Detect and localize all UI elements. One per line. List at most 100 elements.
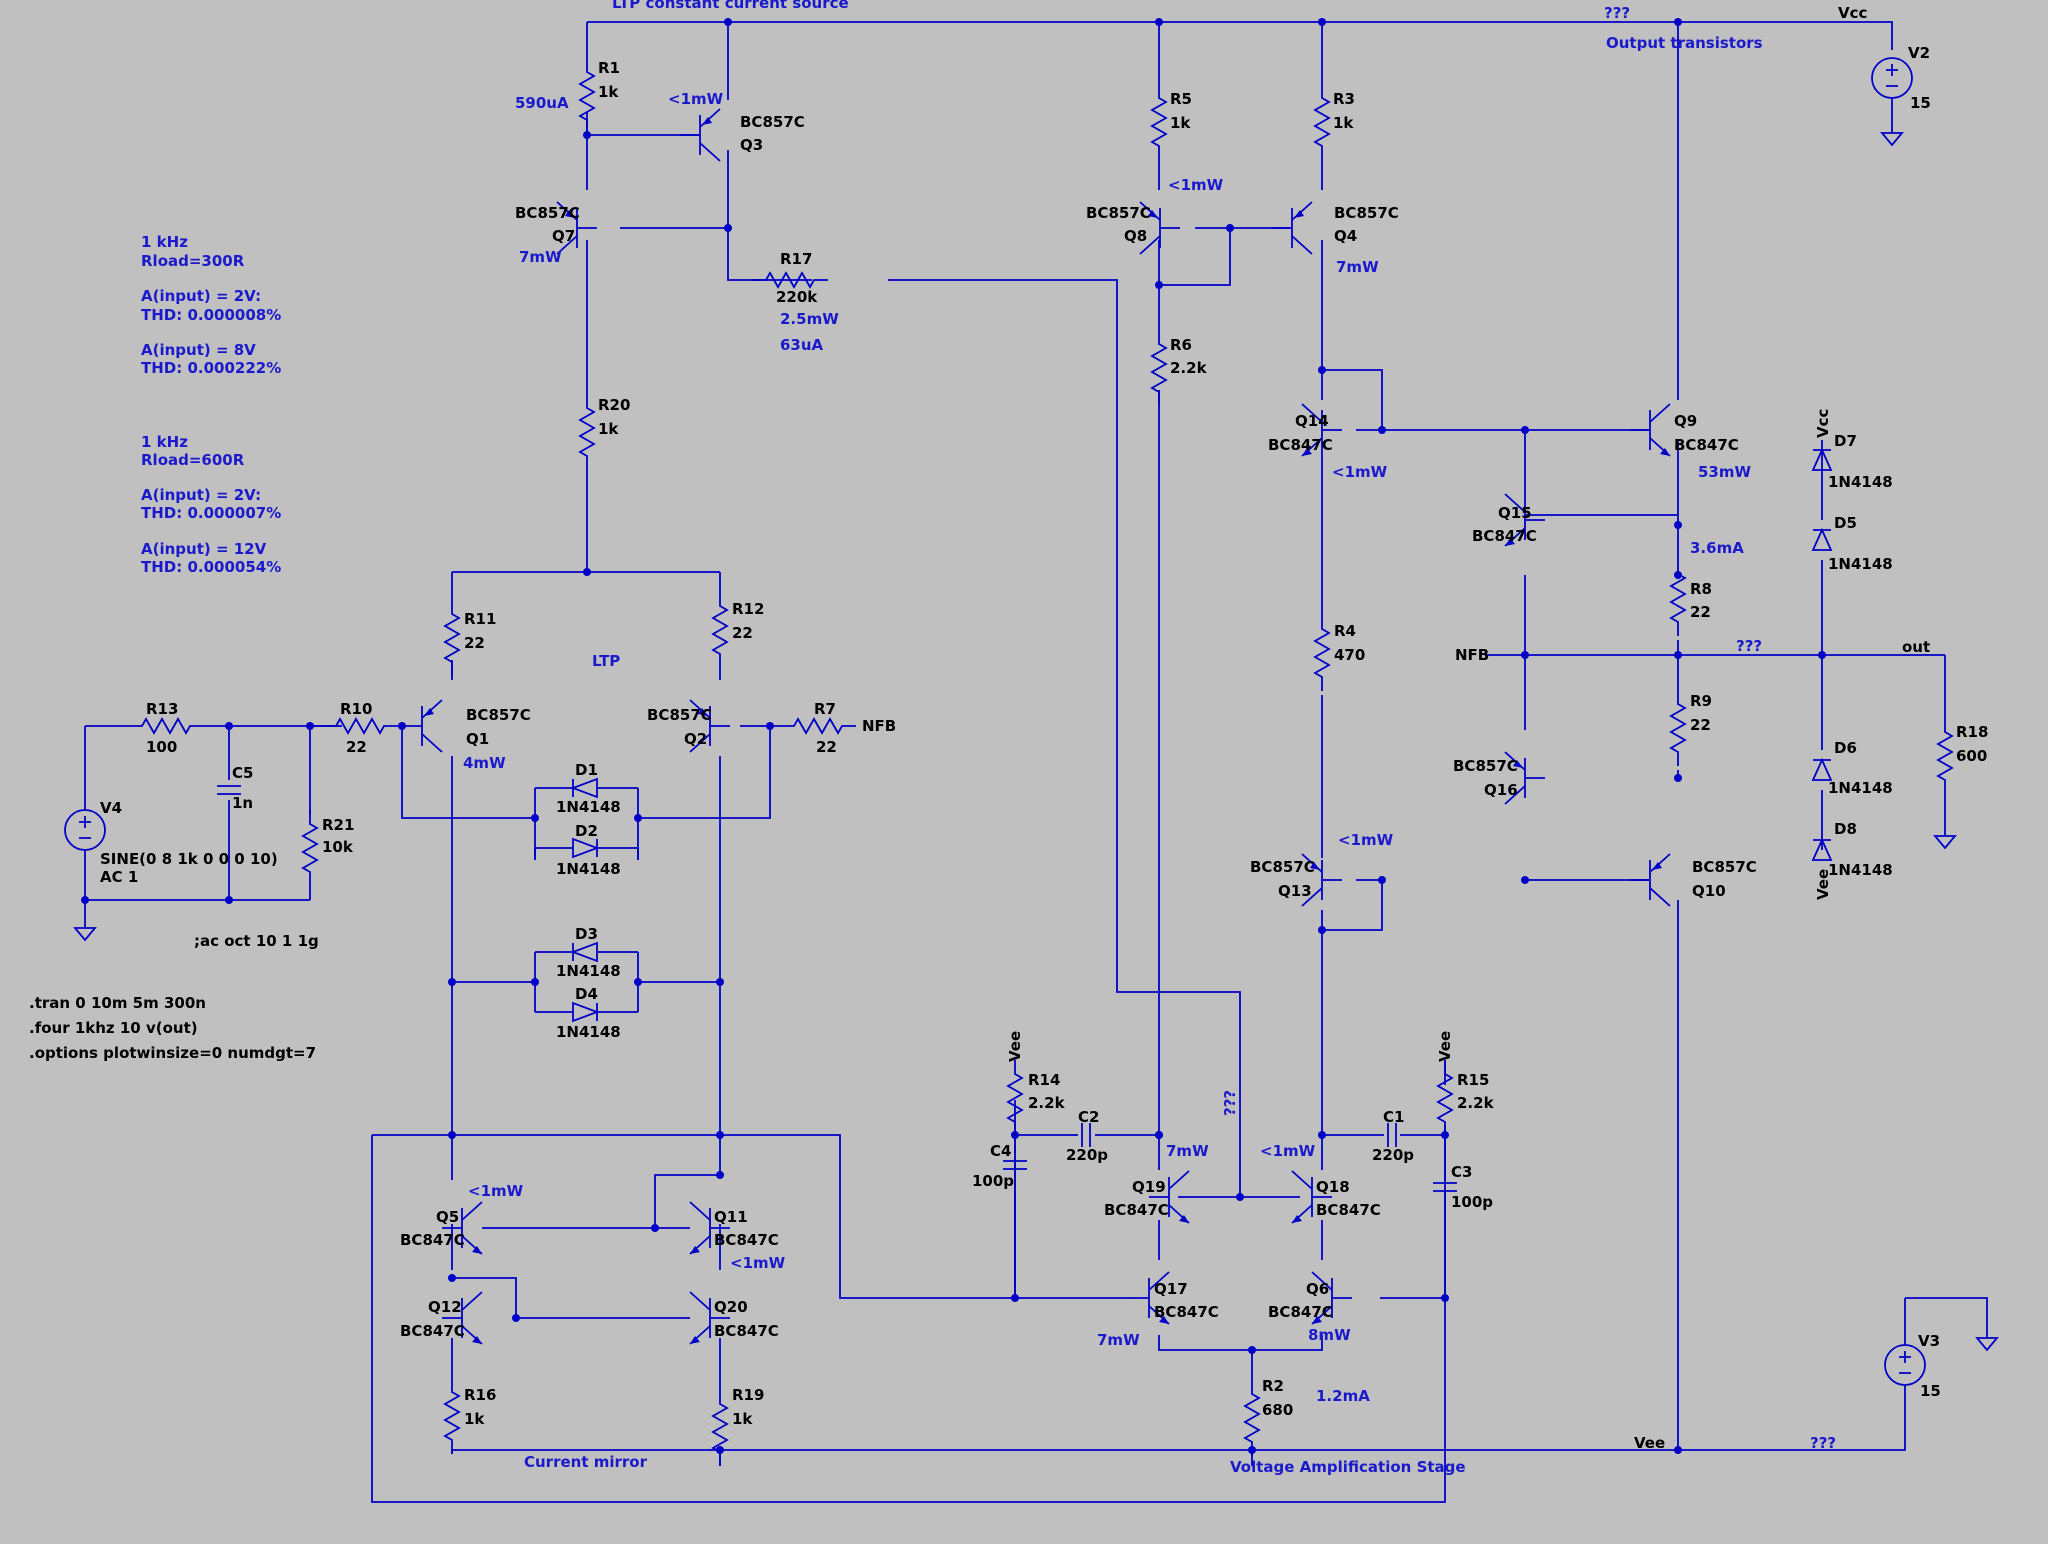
q2-name: Q2 <box>684 730 707 748</box>
q10-model: BC857C <box>1692 858 1757 876</box>
q12-model: BC847C <box>400 1322 465 1340</box>
r1-value: 1k <box>598 83 619 101</box>
r11-value: 22 <box>464 634 485 652</box>
d6-model: 1N4148 <box>1828 779 1893 797</box>
sim-note-2: Rload=300R <box>141 252 245 270</box>
ann-q5-power: <1mW <box>468 1182 524 1200</box>
q15-model: BC847C <box>1472 527 1537 545</box>
q10-name: Q10 <box>1692 882 1726 900</box>
simulation-notes: 1 kHz Rload=300R A(input) = 2V: THD: 0.0… <box>29 233 319 1062</box>
r19-name: R19 <box>732 1386 764 1404</box>
r7-name: R7 <box>814 700 836 718</box>
d7-model: 1N4148 <box>1828 473 1893 491</box>
r7-value: 22 <box>816 738 837 756</box>
ac-comment: ;ac oct 10 1 1g <box>194 932 319 950</box>
d5-model: 1N4148 <box>1828 555 1893 573</box>
c3-value: 100p <box>1451 1193 1493 1211</box>
r8-value: 22 <box>1690 603 1711 621</box>
diode-symbols <box>534 449 1832 1022</box>
r4-value: 470 <box>1334 646 1365 664</box>
unknown-net-bottom: ??? <box>1810 1434 1836 1452</box>
sim-note-7: 1 kHz <box>141 433 188 451</box>
r20-name: R20 <box>598 396 630 414</box>
r20-value: 1k <box>598 420 619 438</box>
q17-name: Q17 <box>1154 1280 1188 1298</box>
sim-note-10: THD: 0.000007% <box>141 504 281 522</box>
r9-name: R9 <box>1690 692 1712 710</box>
capacitor-symbols <box>216 785 1458 1298</box>
junctions <box>81 18 1826 1454</box>
c2-value: 220p <box>1066 1146 1108 1164</box>
nfb-net-right: NFB <box>862 717 896 735</box>
v4-ac: AC 1 <box>100 868 138 886</box>
ann-q7-power: 7mW <box>519 248 562 266</box>
ann-q18-power: <1mW <box>1260 1142 1316 1160</box>
ann-q13-power: <1mW <box>1338 831 1394 849</box>
ann-q6-power: 8mW <box>1308 1326 1351 1344</box>
d4-name: D4 <box>575 985 598 1003</box>
r3-name: R3 <box>1333 90 1355 108</box>
vee-net-label: Vee <box>1634 1434 1665 1452</box>
r2-name: R2 <box>1262 1377 1284 1395</box>
d8-model: 1N4148 <box>1828 861 1893 879</box>
q18-name: Q18 <box>1316 1178 1350 1196</box>
q2-model: BC857C <box>647 706 712 724</box>
r5-value: 1k <box>1170 114 1191 132</box>
r6-name: R6 <box>1170 336 1192 354</box>
q13-name: Q13 <box>1278 882 1312 900</box>
ann-q8-power: <1mW <box>1168 176 1224 194</box>
q20-name: Q20 <box>714 1298 748 1316</box>
q14-model: BC847C <box>1268 436 1333 454</box>
ann-r2-current: 1.2mA <box>1316 1387 1370 1405</box>
c4-value: 100p <box>972 1172 1014 1190</box>
ltp-ccs-title: LTP constant current source <box>612 0 849 12</box>
r14-name: R14 <box>1028 1071 1060 1089</box>
q5-model: BC847C <box>400 1231 465 1249</box>
q4-model: BC857C <box>1334 204 1399 222</box>
ann-r17-current: 63uA <box>780 336 824 354</box>
c1-name: C1 <box>1383 1108 1404 1126</box>
ann-r17-power: 2.5mW <box>780 310 839 328</box>
r15-name: R15 <box>1457 1071 1489 1089</box>
sim-note-6: THD: 0.000222% <box>141 359 281 377</box>
q1-model: BC857C <box>466 706 531 724</box>
sim-note-3: A(input) = 2V: <box>141 287 261 305</box>
d2-model: 1N4148 <box>556 860 621 878</box>
vas-label: Voltage Amplification Stage <box>1230 1458 1466 1476</box>
r10-name: R10 <box>340 700 372 718</box>
q16-name: Q16 <box>1484 781 1518 799</box>
r14-value: 2.2k <box>1028 1094 1066 1112</box>
q8-model: BC857C <box>1086 204 1151 222</box>
v2-value: 15 <box>1910 94 1931 112</box>
r10-value: 22 <box>346 738 367 756</box>
d4-model: 1N4148 <box>556 1023 621 1041</box>
r12-name: R12 <box>732 600 764 618</box>
v4-name: V4 <box>100 799 122 817</box>
ann-q3-power: <1mW <box>668 90 724 108</box>
ann-q9-power: 53mW <box>1698 463 1752 481</box>
d1-name: D1 <box>575 761 598 779</box>
r5-name: R5 <box>1170 90 1192 108</box>
r18-name: R18 <box>1956 723 1988 741</box>
r8-name: R8 <box>1690 580 1712 598</box>
unknown-net-top: ??? <box>1604 4 1630 22</box>
transistor-symbols <box>401 108 1671 1345</box>
q11-name: Q11 <box>714 1208 748 1226</box>
q3-model: BC857C <box>740 113 805 131</box>
q19-name: Q19 <box>1132 1178 1166 1196</box>
ann-590ua: 590uA <box>515 94 569 112</box>
r19-value: 1k <box>732 1410 753 1428</box>
r16-name: R16 <box>464 1386 496 1404</box>
q14-name: Q14 <box>1295 412 1329 430</box>
nfb-net-left: NFB <box>1455 646 1489 664</box>
c5-value: 1n <box>232 794 253 812</box>
ann-q1-power: 4mW <box>463 754 506 772</box>
r4-name: R4 <box>1334 622 1356 640</box>
sim-note-5: A(input) = 8V <box>141 341 256 359</box>
r15-value: 2.2k <box>1457 1094 1495 1112</box>
q6-name: Q6 <box>1306 1280 1329 1298</box>
unknown-net-vertical: ??? <box>1221 1090 1239 1116</box>
q4-name: Q4 <box>1334 227 1357 245</box>
ltp-label: LTP <box>592 652 620 670</box>
